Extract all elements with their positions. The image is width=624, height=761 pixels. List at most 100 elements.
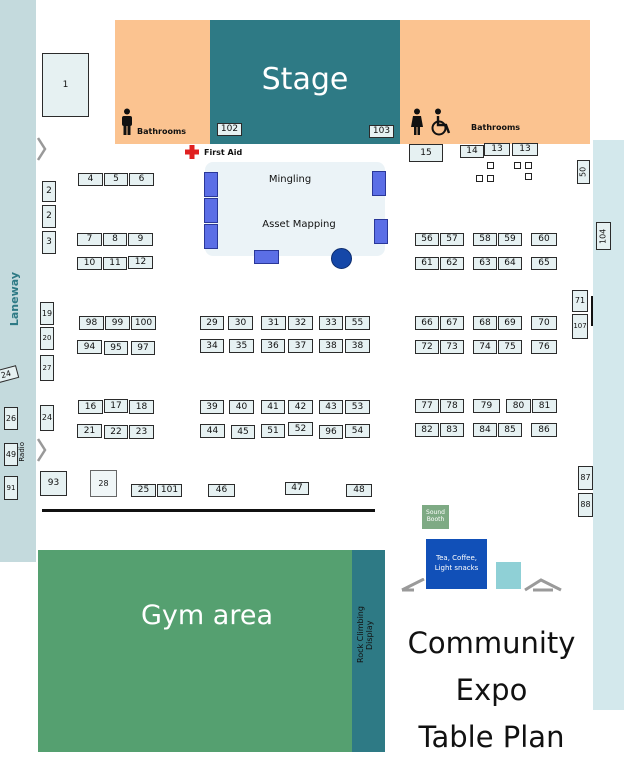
table-34[interactable]: 34 (200, 339, 224, 353)
table-38[interactable]: 38 (345, 339, 370, 353)
table-29[interactable]: 29 (200, 316, 224, 330)
table-107[interactable]: 107 (572, 314, 588, 339)
table-22[interactable]: 22 (104, 425, 128, 439)
table-59[interactable]: 59 (498, 233, 522, 246)
table-66[interactable]: 66 (415, 316, 439, 330)
table-55[interactable]: 55 (345, 316, 370, 330)
table-31[interactable]: 31 (261, 316, 286, 330)
table-3[interactable]: 3 (42, 231, 56, 254)
table-103[interactable]: 103 (369, 125, 394, 138)
table-72[interactable]: 72 (415, 340, 439, 354)
table-58[interactable]: 58 (473, 233, 497, 246)
table-70[interactable]: 70 (531, 316, 557, 330)
table-77[interactable]: 77 (415, 399, 439, 413)
table-74[interactable]: 74 (473, 340, 497, 354)
table-27[interactable]: 27 (40, 355, 54, 381)
table-88[interactable]: 88 (578, 493, 593, 517)
table-65[interactable]: 65 (531, 257, 557, 270)
table-67[interactable]: 67 (440, 316, 464, 330)
table-84[interactable]: 84 (473, 423, 497, 437)
table-104[interactable]: 104 (596, 222, 611, 250)
table-32[interactable]: 32 (288, 316, 313, 330)
table-15[interactable]: 15 (409, 144, 443, 162)
table-18[interactable]: 18 (129, 400, 154, 414)
table-97[interactable]: 97 (131, 341, 155, 355)
table-81[interactable]: 81 (532, 399, 557, 413)
table-73[interactable]: 73 (440, 340, 464, 354)
table-99[interactable]: 99 (105, 316, 130, 330)
table-49[interactable]: 49 (4, 443, 18, 466)
table-7[interactable]: 7 (77, 233, 102, 246)
table-102[interactable]: 102 (217, 123, 242, 136)
table-60[interactable]: 60 (531, 233, 557, 246)
table-85[interactable]: 85 (498, 423, 522, 437)
table-94[interactable]: 94 (77, 340, 102, 354)
table-19[interactable]: 19 (40, 302, 54, 325)
table-13[interactable]: 13 (512, 143, 538, 156)
table-57[interactable]: 57 (440, 233, 464, 246)
table-37[interactable]: 37 (288, 339, 313, 353)
table-38[interactable]: 38 (319, 339, 343, 353)
table-35[interactable]: 35 (229, 339, 254, 353)
table-4[interactable]: 4 (78, 173, 103, 186)
table-17[interactable]: 17 (104, 399, 128, 413)
table-41[interactable]: 41 (261, 400, 285, 414)
table-82[interactable]: 82 (415, 423, 439, 437)
table-5[interactable]: 5 (104, 173, 128, 186)
table-2[interactable]: 2 (42, 181, 56, 202)
table-10[interactable]: 10 (77, 257, 102, 270)
table-63[interactable]: 63 (473, 257, 497, 270)
table-46[interactable]: 46 (208, 484, 235, 497)
table-24[interactable]: 24 (40, 405, 54, 431)
table-50[interactable]: 50 (577, 160, 590, 184)
table-61[interactable]: 61 (415, 257, 439, 270)
table-96[interactable]: 96 (319, 425, 343, 439)
table-51[interactable]: 51 (261, 424, 285, 438)
table-68[interactable]: 68 (473, 316, 497, 330)
table-36[interactable]: 36 (261, 339, 285, 353)
table-87[interactable]: 87 (578, 466, 593, 490)
table-1[interactable]: 1 (42, 53, 89, 117)
table-43[interactable]: 43 (319, 400, 343, 414)
table-79[interactable]: 79 (473, 399, 500, 413)
table-30[interactable]: 30 (228, 316, 253, 330)
table-40[interactable]: 40 (229, 400, 254, 414)
table-76[interactable]: 76 (531, 340, 557, 354)
table-91[interactable]: 91 (4, 476, 18, 500)
table-6[interactable]: 6 (129, 173, 154, 186)
table-2[interactable]: 2 (42, 205, 56, 228)
table-93[interactable]: 93 (40, 471, 67, 496)
table-39[interactable]: 39 (200, 400, 224, 414)
table-64[interactable]: 64 (498, 257, 522, 270)
table-62[interactable]: 62 (440, 257, 464, 270)
table-8[interactable]: 8 (103, 233, 127, 246)
table-23[interactable]: 23 (129, 425, 154, 439)
table-100[interactable]: 100 (131, 316, 156, 330)
table-20[interactable]: 20 (40, 327, 54, 350)
table-101[interactable]: 101 (157, 484, 182, 497)
table-11[interactable]: 11 (103, 257, 127, 270)
table-26[interactable]: 26 (4, 407, 18, 430)
table-12[interactable]: 12 (128, 256, 153, 269)
table-52[interactable]: 52 (288, 422, 313, 436)
table-47[interactable]: 47 (285, 482, 309, 495)
table-56[interactable]: 56 (415, 233, 439, 246)
table-16[interactable]: 16 (78, 400, 103, 414)
table-95[interactable]: 95 (104, 341, 128, 355)
table-42[interactable]: 42 (288, 400, 313, 414)
table-48[interactable]: 48 (346, 484, 372, 497)
table-98[interactable]: 98 (79, 316, 104, 330)
table-53[interactable]: 53 (345, 400, 370, 414)
table-69[interactable]: 69 (498, 316, 522, 330)
table-9[interactable]: 9 (128, 233, 153, 246)
table-44[interactable]: 44 (200, 424, 225, 438)
table-28[interactable]: 28 (90, 470, 117, 497)
table-78[interactable]: 78 (440, 399, 464, 413)
table-83[interactable]: 83 (440, 423, 464, 437)
table-80[interactable]: 80 (506, 399, 531, 413)
table-25[interactable]: 25 (131, 484, 156, 497)
table-86[interactable]: 86 (531, 423, 557, 437)
table-45[interactable]: 45 (231, 425, 255, 439)
table-33[interactable]: 33 (319, 316, 343, 330)
table-13[interactable]: 13 (484, 143, 510, 156)
